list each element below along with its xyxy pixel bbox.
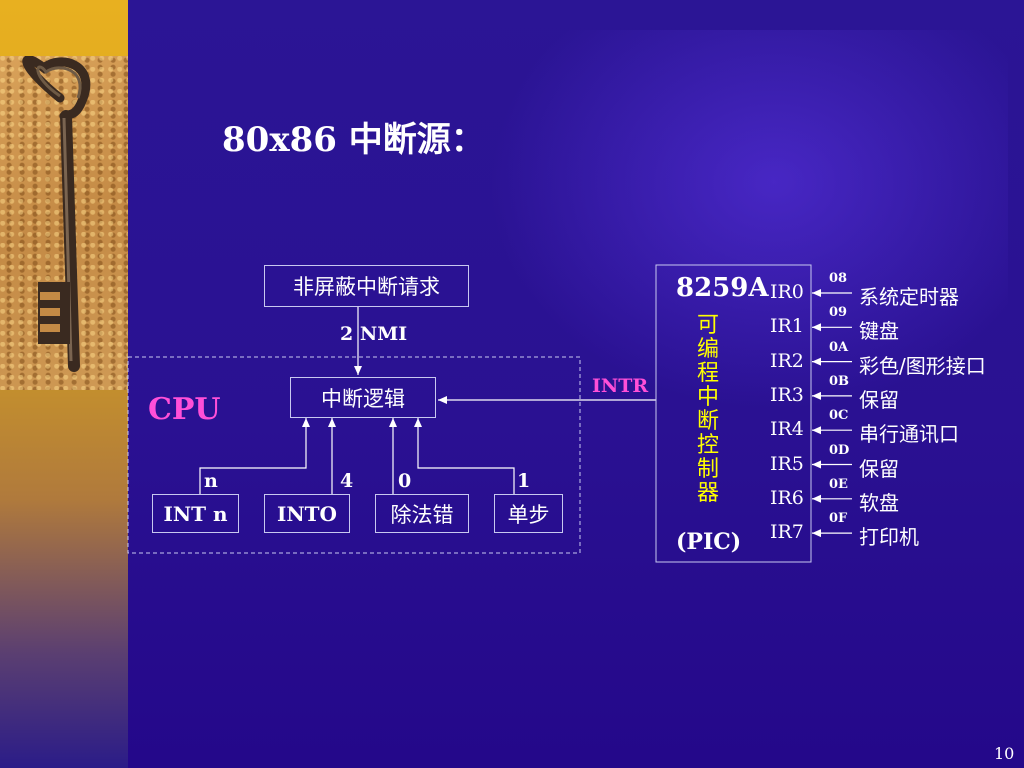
intn-arrow [199,418,310,494]
irq-vector-7: 0F [829,511,848,527]
background-glow [488,30,1008,410]
pic-abbreviation: (PIC) [676,529,742,555]
irq-input-5: IR5 [770,452,804,475]
source-number-div-error: 0 [398,470,412,492]
pic-chip-name: 8259A [676,273,769,303]
irq-input-6: IR6 [770,486,804,509]
irq-vector-6: 0E [829,476,848,492]
slide-title: 80x86 中断源： [222,120,485,160]
single-step-arrow [414,418,515,494]
key-icon [22,56,91,372]
irq-device-4: 串行通讯口 [859,422,959,447]
int-n-box: INT n [152,494,239,533]
irq-vector-4: 0C [829,408,849,424]
irq-vector-5: 0D [829,442,850,458]
nmi-label: 2 NMI [340,323,408,345]
interrupt-logic-box: 中断逻辑 [290,377,436,418]
irq-input-0: IR0 [770,281,804,303]
irq-input-7: IR7 [770,521,804,544]
irq-device-7: 打印机 [859,525,919,550]
irq-device-2: 彩色/图形接口 [859,353,986,378]
irq-arrows [812,289,852,538]
intr-label: INTR [592,375,649,397]
irq-device-0: 系统定时器 [859,285,959,309]
into-box: INTO [264,494,350,533]
irq-input-1: IR1 [770,315,804,338]
irq-input-2: IR2 [770,349,804,372]
cpu-boundary [127,356,581,554]
key-photo [0,56,128,390]
irq-device-3: 保留 [859,387,899,412]
source-number-int-n: n [204,470,218,492]
pic-box [655,264,812,563]
irq-device-6: 软盘 [859,490,899,515]
irq-input-3: IR3 [770,383,804,406]
irq-input-4: IR4 [770,418,804,441]
pic-description: 可编程中断控制器 [696,313,719,506]
source-number-single-step: 1 [517,470,531,492]
irq-vector-3: 0B [829,373,850,389]
source-number-into: 4 [340,470,354,492]
single-step-box: 单步 [494,494,563,533]
irq-vector-1: 09 [829,305,848,321]
irq-device-1: 键盘 [859,319,899,344]
page-number: 10 [994,744,1015,763]
cpu-label: CPU [148,392,221,427]
div-error-box: 除法错 [375,494,469,533]
irq-vector-0: 08 [829,271,848,286]
irq-device-5: 保留 [859,456,899,481]
irq-vector-2: 0A [829,339,849,355]
nmi-request-box: 非屏蔽中断请求 [264,265,469,307]
